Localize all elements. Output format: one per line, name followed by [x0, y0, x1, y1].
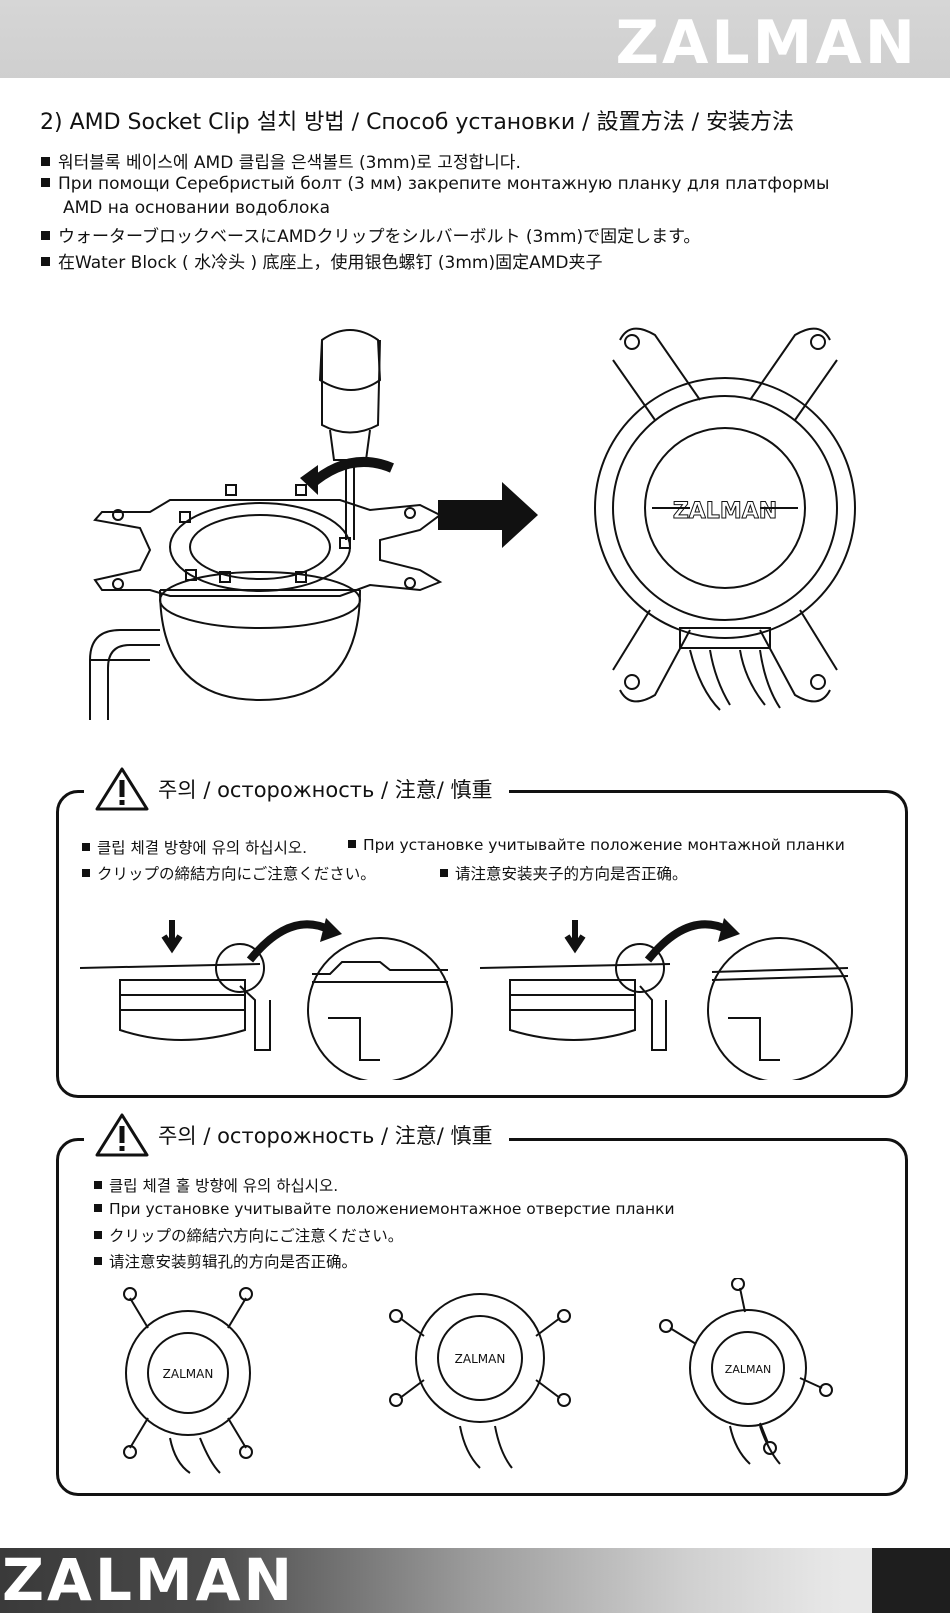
- note-text: 请注意安装夹子的方向是否正确。: [455, 865, 688, 883]
- footer-dark-block: [872, 1548, 950, 1613]
- block-view-3: [659, 1278, 833, 1465]
- instruction-text: 워터블록 베이스에 AMD 클립을 은색볼트 (3mm)로 고정합니다.: [58, 153, 521, 173]
- instruction-bullet-zh: 在Water Block ( 水冷头 ) 底座上，使用银色螺钉 (3mm)固定A…: [41, 248, 603, 273]
- footer-logo: ZALMAN: [2, 1546, 296, 1614]
- caution-heading-text: 주의 / осторожность / 注意/ 慎重: [158, 1124, 493, 1148]
- block-view-2: [389, 1293, 571, 1469]
- caution1-note-ru: При установке учитывайте положение монта…: [348, 836, 845, 854]
- caution2-note-ja: クリップの締結穴方向にご注意ください。: [94, 1224, 403, 1246]
- note-text: クリップの締結方向にご注意ください。: [97, 865, 376, 883]
- block-view-1: [123, 1287, 253, 1474]
- caution1-note-ja: クリップの締結方向にご注意ください。: [82, 862, 376, 884]
- assembled-block-drawing: [594, 327, 856, 711]
- waterblock-assembly-drawing: [89, 329, 443, 720]
- product-logo: ZALMAN: [725, 1363, 771, 1376]
- note-text: クリップの締結穴方向にご注意ください。: [109, 1227, 404, 1245]
- note-text: При установке учитывайте положениемонтаж…: [109, 1200, 675, 1218]
- note-text: При установке учитывайте положение монта…: [363, 836, 845, 854]
- instruction-text: 在Water Block ( 水冷头 ) 底座上，使用银色螺钉 (3mm)固定A…: [58, 253, 603, 273]
- instruction-bullet-ja: ウォーターブロックベースにAMDクリップをシルバーボルト (3mm)で固定します…: [41, 222, 700, 247]
- note-text: 请注意安装剪辑孔的方向是否正确。: [109, 1253, 358, 1271]
- note-text: 클립 체결 홀 방향에 유의 하십시오.: [109, 1177, 339, 1195]
- caution2-note-ru: При установке учитывайте положениемонтаж…: [94, 1200, 675, 1218]
- caution-heading-1: 주의 / осторожность / 注意/ 慎重: [84, 766, 509, 812]
- header-logo: ZALMAN: [615, 8, 918, 78]
- product-logo: ZALMAN: [163, 1367, 214, 1381]
- caution1-note-zh: 请注意安装夹子的方向是否正确。: [440, 862, 688, 884]
- warning-triangle-icon: [95, 767, 149, 811]
- caution1-note-ko: 클립 체결 방향에 유의 하십시오.: [82, 836, 307, 858]
- clip-orientation-illustration: [80, 918, 853, 1080]
- arrow-right-icon: [438, 482, 538, 548]
- instruction-bullet-ru-cont: AMD на основании водоблока: [63, 198, 330, 218]
- note-text: 클립 체결 방향에 유의 하십시오.: [97, 839, 308, 857]
- instruction-bullet-ko: 워터블록 베이스에 AMD 클립을 은색볼트 (3mm)로 고정합니다.: [41, 148, 521, 173]
- clip-hole-orientation-illustration: ZALMAN ZALMAN ZALMAN: [123, 1278, 833, 1474]
- footer-bar: [0, 1548, 950, 1613]
- instruction-text: AMD на основании водоблока: [63, 198, 331, 218]
- caution-heading-text: 주의 / осторожность / 注意/ 慎重: [158, 778, 493, 802]
- product-logo: ZALMAN: [673, 499, 777, 524]
- product-logo: ZALMAN: [455, 1352, 506, 1366]
- caution-heading-2: 주의 / осторожность / 注意/ 慎重: [84, 1112, 509, 1158]
- caution2-note-zh: 请注意安装剪辑孔的方向是否正确。: [94, 1250, 357, 1272]
- instruction-bullet-ru: При помощи Серебристый болт (3 мм) закре…: [41, 174, 829, 194]
- caution2-note-ko: 클립 체결 홀 방향에 유의 하십시오.: [94, 1174, 338, 1196]
- installation-illustration: ZALMAN: [89, 327, 856, 720]
- screw-icons: [179, 484, 351, 583]
- header-bar: [0, 0, 950, 78]
- instruction-text: ウォーターブロックベースにAMDクリップをシルバーボルト (3mm)で固定します…: [58, 227, 701, 247]
- section-title: 2) AMD Socket Clip 설치 방법 / Способ устано…: [40, 110, 794, 135]
- warning-triangle-icon: [95, 1113, 149, 1157]
- instruction-text: При помощи Серебристый болт (3 мм) закре…: [58, 174, 830, 194]
